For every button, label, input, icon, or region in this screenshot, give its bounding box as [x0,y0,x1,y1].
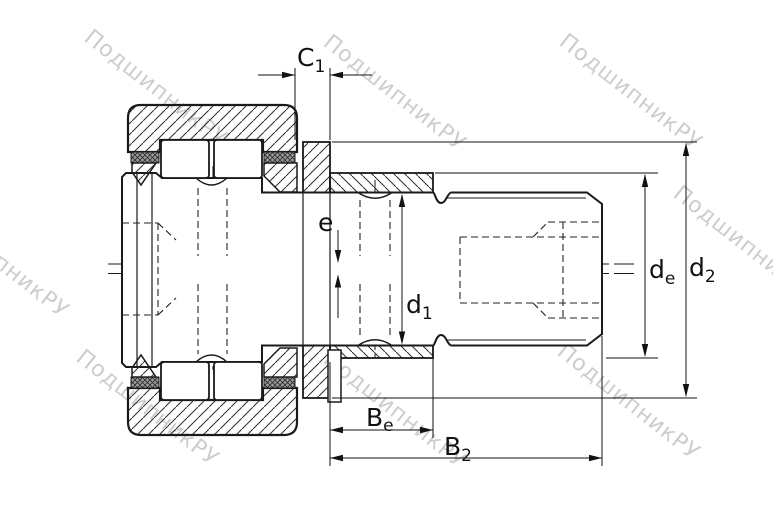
outer-ring-bottom [126,386,299,437]
collar-bottom-section [329,344,434,359]
stud-detail-lines [136,173,586,367]
dimension-lines [258,68,697,466]
seal-bottom-left [130,376,160,389]
watermark-2: ПодшипникРУ [318,30,470,157]
dimension-labels: C1 e d1 de d2 Be B2 [297,43,716,466]
outer-ring [126,103,299,437]
seal-bottom-right [263,376,296,389]
eccentric-collar [329,172,434,359]
washer-top-right [263,162,298,193]
flange-grease-boss [327,349,342,403]
dim-label-b2: B2 [444,432,472,466]
roller-top-left [160,139,210,179]
collar-pocket-bottom [357,339,393,347]
dim-label-d1: d1 [406,290,433,324]
watermark-6: ПодшипникРУ [668,181,773,308]
seal-top-right [263,151,296,164]
flange-top [302,141,331,194]
pocket-arc-bottom [195,354,228,363]
hidden-dashed-lines [122,188,600,354]
flange [302,141,331,399]
pocket-arc-top [195,177,228,186]
grease-pocket-arcs [195,177,393,363]
outer-ring-top [126,103,299,154]
seal-top-left [130,151,160,164]
flange-bottom [302,344,331,399]
dimension-arrows [282,71,690,462]
side-washers [131,162,298,378]
stud-body [121,172,603,368]
roller-bottom-right [213,361,263,401]
watermark-4: ПодшипникРУ [0,197,74,324]
washer-bottom-right [263,347,298,378]
dim-label-e: e [318,208,333,237]
watermark-3: ПодшипникРУ [554,29,706,156]
dim-label-c1: C1 [297,43,325,77]
dim-label-de: de [649,255,675,289]
collar-pocket-top [357,191,393,199]
flinger-top-left [131,162,158,187]
dim-label-be: Be [366,403,394,436]
dim-label-d2: d2 [689,253,716,287]
flinger-bottom-left [131,353,158,378]
roller-top-right [213,139,263,179]
collar-top-section [329,172,434,194]
roller-bottom-left [160,361,210,401]
needle-rollers [160,139,263,401]
